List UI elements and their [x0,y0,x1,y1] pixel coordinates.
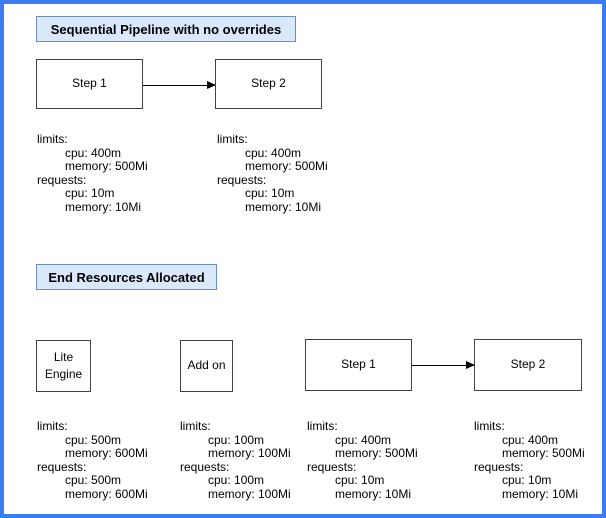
resource-line: cpu: 100m [208,473,265,487]
resource-line: cpu: 10m [65,186,115,200]
resource-line: memory: 10Mi [65,199,142,214]
resource-line: memory: 10Mi [245,199,322,214]
resource-line: memory: 10Mi [502,486,579,501]
arrow-step1-to-step2 [143,81,216,89]
resource-line: memory: 600Mi [65,486,148,501]
resource-line: requests: [180,459,230,474]
resource-line: cpu: 10m [245,186,295,200]
node-step2-end-label: Step 2 [510,357,546,372]
resource-line: limits: [37,419,68,433]
resource-block-step2: limits: cpu: 400m memory: 500Mi requests… [217,132,328,214]
node-lite-engine-label: Lite Engine [44,349,83,381]
node-step1-end: Step 1 [305,339,412,391]
resource-line: requests: [37,172,87,187]
resource-line: limits: [180,419,211,433]
resource-line: limits: [37,132,68,146]
resource-line: requests: [474,459,524,474]
resource-line: memory: 10Mi [335,486,412,501]
resource-line: cpu: 500m [65,473,122,487]
resource-line: memory: 500Mi [502,446,585,460]
resource-line: memory: 600Mi [65,446,148,460]
resource-line: cpu: 400m [65,145,122,160]
arrow-step1-end-to-step2-end [412,361,475,369]
resource-line: memory: 100Mi [208,486,291,501]
node-add-on-label: Add on [187,358,226,373]
section1-title: Sequential Pipeline with no overrides [36,16,296,42]
node-step1: Step 1 [36,59,143,109]
resource-line: limits: [474,419,505,433]
resource-line: memory: 500Mi [335,446,418,460]
resource-line: cpu: 10m [335,473,385,487]
node-add-on: Add on [180,340,233,392]
node-step1-label: Step 1 [72,76,107,91]
node-step1-end-label: Step 1 [341,357,376,372]
resource-line: requests: [37,459,87,474]
resource-line: limits: [307,419,338,433]
resource-block-add-on: limits: cpu: 100m memory: 100Mi requests… [180,419,291,501]
section2-title: End Resources Allocated [36,264,217,290]
resource-line: memory: 500Mi [245,159,328,173]
resource-block-step1-end: limits: cpu: 400m memory: 500Mi requests… [307,419,418,501]
resource-line: cpu: 500m [65,432,122,447]
resource-line: cpu: 400m [335,432,392,447]
resource-line: cpu: 400m [245,145,302,160]
resource-line: requests: [307,459,357,474]
resource-line: cpu: 100m [208,432,265,447]
resource-block-step2-end: limits: cpu: 400m memory: 500Mi requests… [474,419,585,501]
resource-line: memory: 100Mi [208,446,291,460]
resource-block-lite-engine: limits: cpu: 500m memory: 600Mi requests… [37,419,148,501]
node-step2: Step 2 [215,59,322,109]
node-step2-end: Step 2 [474,339,582,391]
node-step2-label: Step 2 [251,76,286,91]
resource-line: requests: [217,172,267,187]
resource-line: cpu: 400m [502,432,559,447]
resource-line: limits: [217,132,248,146]
resource-line: memory: 500Mi [65,159,148,173]
node-lite-engine: Lite Engine [36,340,91,392]
resource-block-step1: limits: cpu: 400m memory: 500Mi requests… [37,132,148,214]
resource-line: cpu: 10m [502,473,552,487]
